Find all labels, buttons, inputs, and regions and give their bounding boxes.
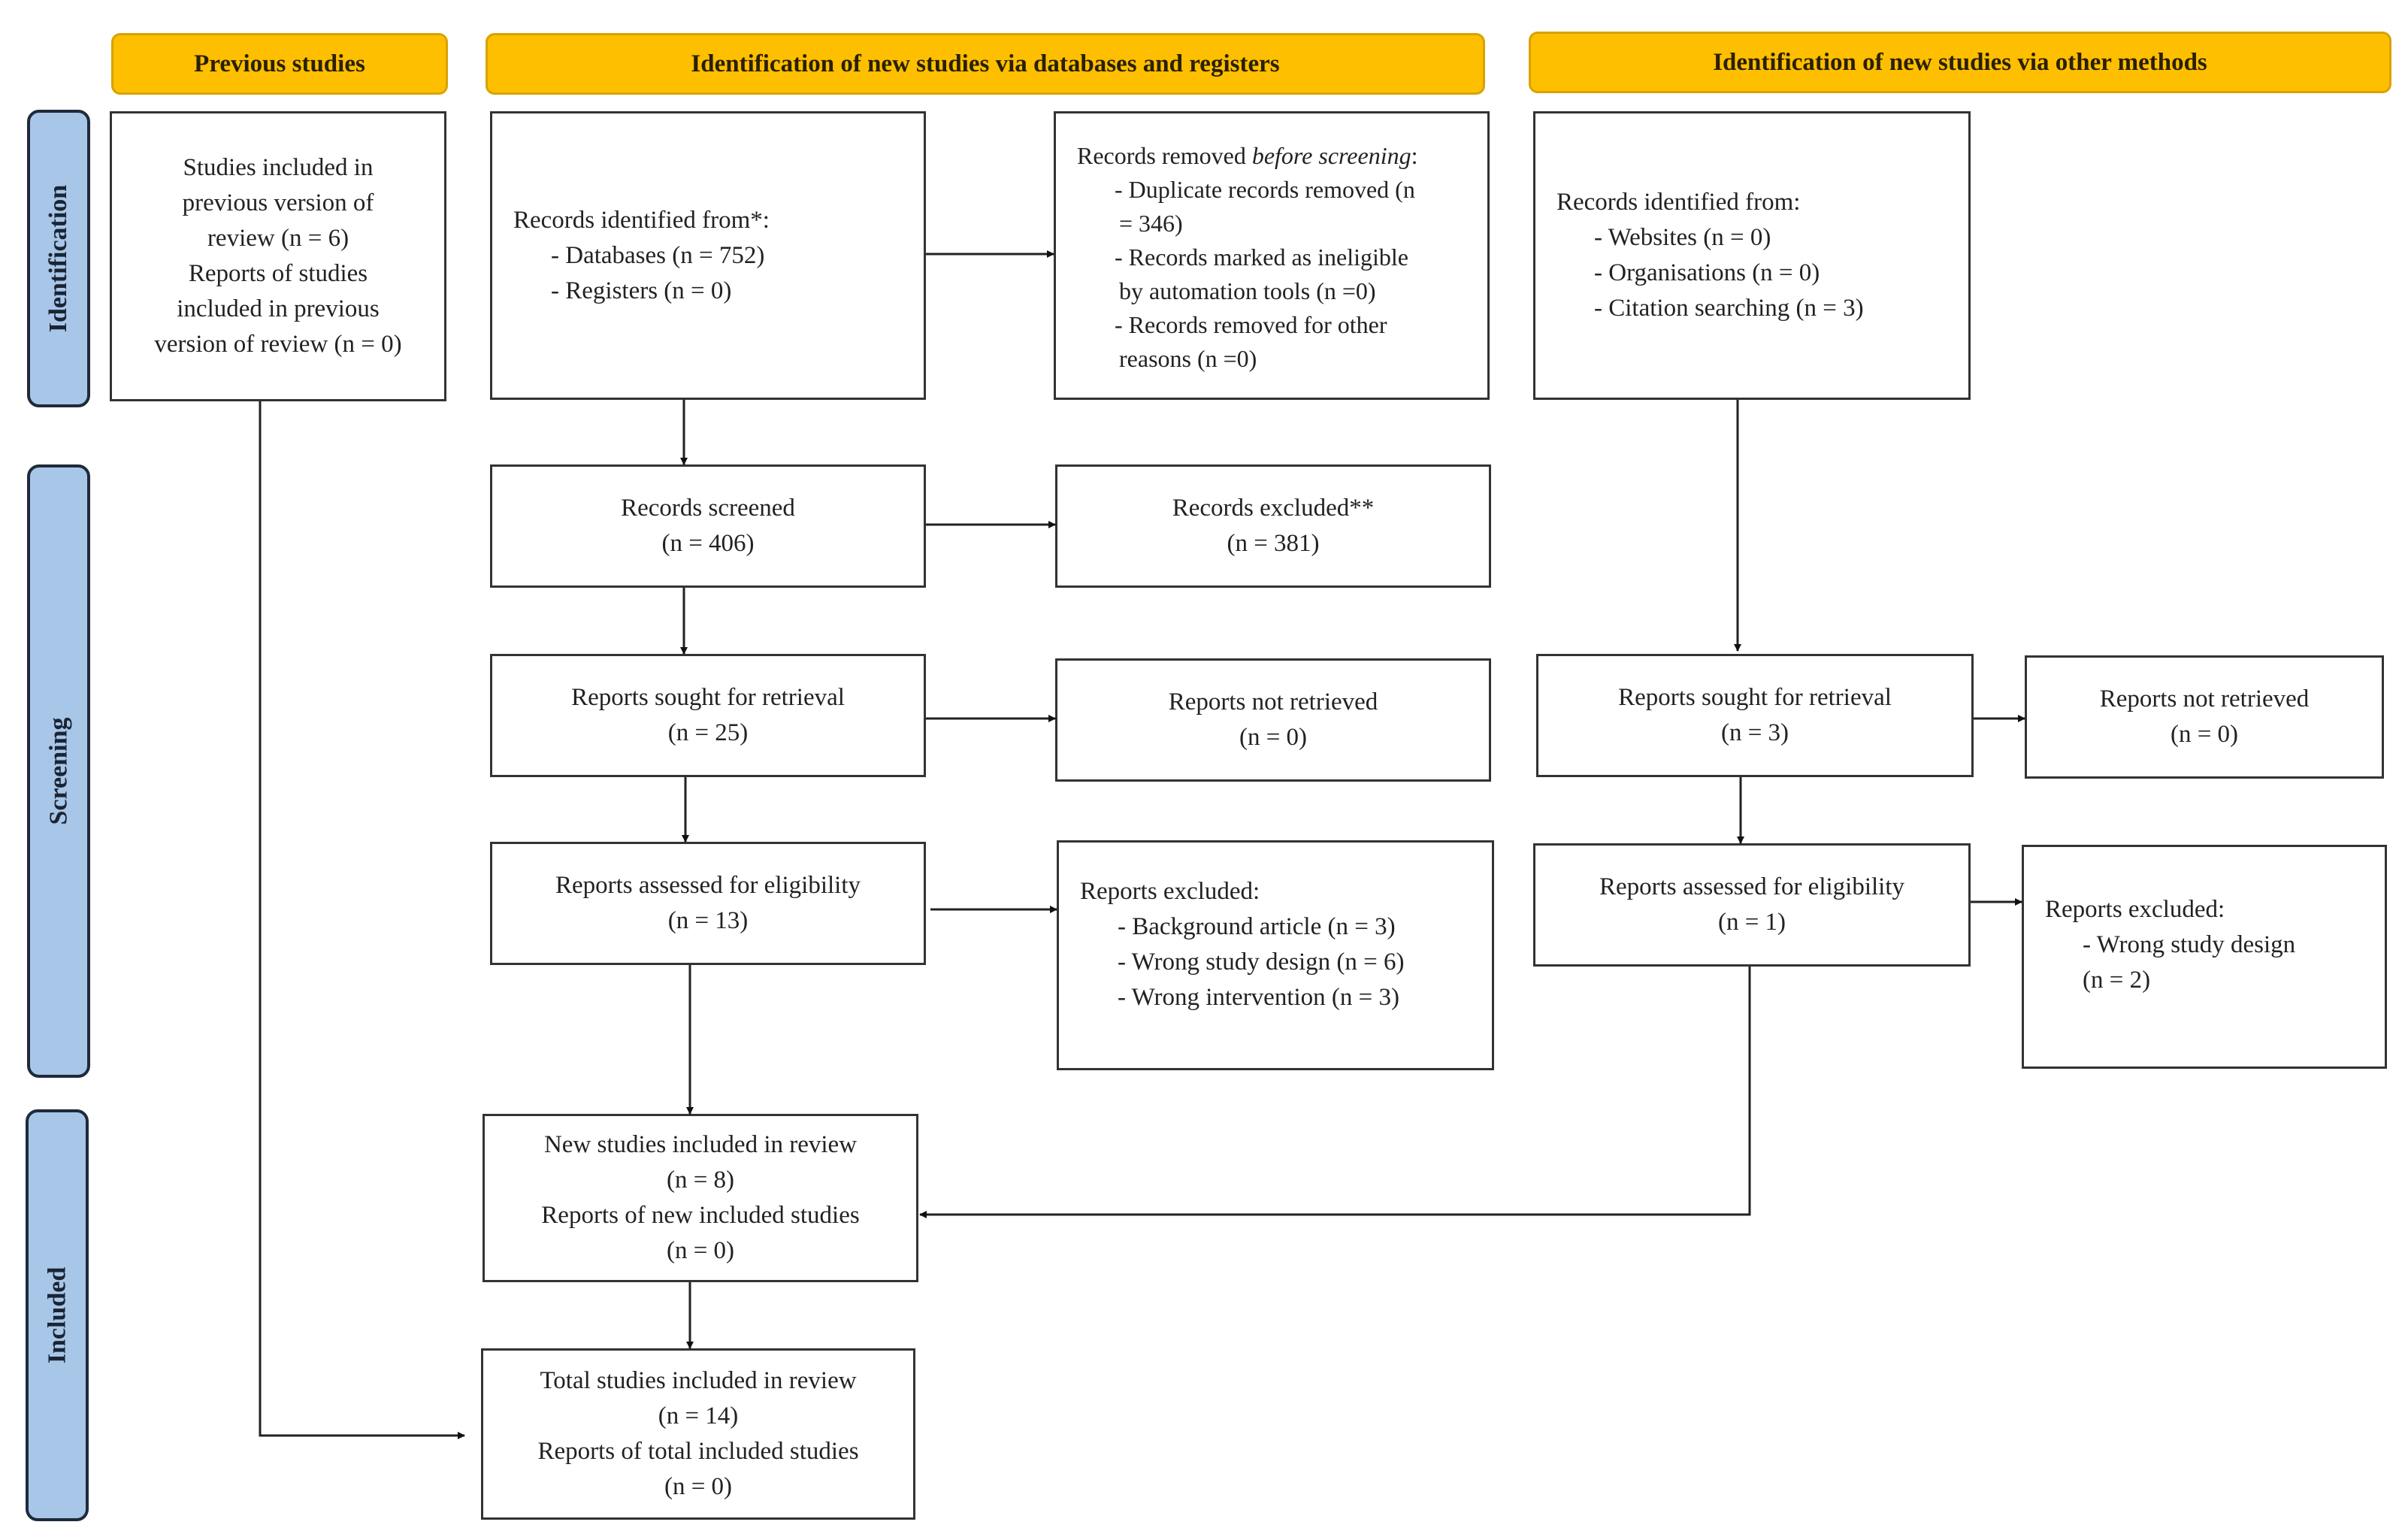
new-included-line: (n = 8) [666, 1166, 735, 1194]
db-reports-excluded-item: - Wrong study design (n = 6) [1118, 949, 1405, 976]
header-previous-studies-label: Previous studies [194, 50, 365, 77]
other-reports-assessed-box: Reports assessed for eligibility (n = 1) [1533, 843, 1971, 967]
header-databases-registers-label: Identification of new studies via databa… [691, 50, 1280, 77]
other-identified-item: - Websites (n = 0) [1594, 224, 1771, 251]
db-records-screened-box: Records screened (n = 406) [490, 464, 926, 588]
phase-included: Included [26, 1109, 89, 1521]
other-not-retrieved-n: (n = 0) [2170, 721, 2239, 748]
other-reports-sought-box: Reports sought for retrieval (n = 3) [1536, 654, 1974, 777]
other-records-identified-box: Records identified from: - Websites (n =… [1533, 111, 1971, 400]
other-assessed-n: (n = 1) [1717, 909, 1786, 936]
new-included-line: (n = 0) [666, 1237, 735, 1264]
db-assessed-title: Reports assessed for eligibility [555, 872, 861, 899]
arrow-other-assessed-to-new-included [919, 967, 1751, 1218]
new-included-line: Reports of new included studies [541, 1202, 860, 1229]
db-identified-title: Records identified from*: [513, 206, 770, 234]
previous-line: included in previous [177, 295, 380, 322]
other-sought-n: (n = 3) [1720, 719, 1789, 746]
db-reports-assessed-box: Reports assessed for eligibility (n = 13… [490, 842, 926, 965]
db-records-excluded-box: Records excluded** (n = 381) [1055, 464, 1491, 588]
other-sought-title: Reports sought for retrieval [1618, 684, 1892, 711]
db-records-removed-box: Records removed before screening: - Dupl… [1054, 111, 1490, 400]
other-reports-excluded-item: (n = 2) [2083, 967, 2151, 994]
db-records-identified-box: Records identified from*: - Databases (n… [490, 111, 926, 400]
header-previous-studies: Previous studies [111, 33, 448, 95]
db-assessed-n: (n = 13) [667, 907, 749, 934]
previous-line: Studies included in [183, 154, 374, 181]
db-removed-title: Records removed before screening: [1077, 139, 1466, 173]
previous-line: review (n = 6) [207, 225, 349, 252]
other-identified-item: - Citation searching (n = 3) [1594, 295, 1864, 322]
other-reports-not-retrieved-box: Reports not retrieved (n = 0) [2025, 655, 2384, 779]
header-databases-registers: Identification of new studies via databa… [486, 33, 1485, 95]
previous-line: previous version of [182, 189, 374, 216]
other-reports-excluded-box: Reports excluded: - Wrong study design (… [2022, 845, 2387, 1069]
db-excluded-n: (n = 381) [1227, 530, 1320, 557]
db-reports-excluded-item: - Wrong intervention (n = 3) [1118, 984, 1400, 1011]
previous-studies-box: Studies included in previous version of … [110, 111, 446, 401]
other-identified-title: Records identified from: [1556, 189, 1801, 216]
arrow-previous-to-total [259, 401, 465, 1439]
other-not-retrieved-title: Reports not retrieved [2099, 685, 2310, 713]
db-reports-sought-box: Reports sought for retrieval (n = 25) [490, 654, 926, 777]
other-assessed-title: Reports assessed for eligibility [1599, 873, 1905, 900]
db-removed-item: - Records removed for other [1115, 311, 1387, 338]
previous-line: Reports of studies [188, 260, 368, 287]
phase-screening: Screening [27, 464, 90, 1078]
db-identified-item: - Registers (n = 0) [551, 277, 732, 304]
db-removed-title-prefix: Records removed [1077, 142, 1252, 169]
db-removed-item: by automation tools (n =0) [1119, 277, 1376, 304]
db-reports-not-retrieved-box: Reports not retrieved (n = 0) [1055, 658, 1491, 782]
total-included-line: Total studies included in review [540, 1367, 857, 1394]
other-reports-excluded-item: - Wrong study design [2083, 931, 2296, 958]
db-reports-excluded-item: - Background article (n = 3) [1118, 913, 1396, 940]
db-not-retrieved-n: (n = 0) [1239, 724, 1308, 751]
db-removed-item: = 346) [1119, 210, 1183, 237]
db-removed-title-em: before screening [1251, 142, 1411, 169]
db-not-retrieved-title: Reports not retrieved [1168, 688, 1378, 716]
other-identified-item: - Organisations (n = 0) [1594, 259, 1820, 286]
total-included-line: Reports of total included studies [537, 1438, 859, 1465]
db-reports-excluded-box: Reports excluded: - Background article (… [1057, 840, 1494, 1070]
header-other-methods-label: Identification of new studies via other … [1713, 48, 2207, 76]
total-included-line: (n = 0) [664, 1473, 733, 1500]
db-identified-item: - Databases (n = 752) [551, 241, 765, 269]
db-removed-title-suffix: : [1411, 142, 1418, 169]
previous-line: version of review (n = 0) [154, 331, 402, 358]
db-sought-n: (n = 25) [667, 719, 749, 746]
db-removed-item: - Records marked as ineligible [1115, 244, 1408, 271]
db-screened-n: (n = 406) [661, 530, 755, 557]
total-studies-included-box: Total studies included in review (n = 14… [481, 1348, 915, 1520]
db-reports-excluded-title: Reports excluded: [1080, 878, 1260, 905]
db-sought-title: Reports sought for retrieval [571, 684, 845, 711]
other-reports-excluded-title: Reports excluded: [2045, 896, 2225, 923]
new-included-line: New studies included in review [543, 1131, 858, 1158]
new-studies-included-box: New studies included in review (n = 8) R… [483, 1114, 918, 1282]
total-included-line: (n = 14) [658, 1402, 739, 1430]
db-removed-item: reasons (n =0) [1119, 345, 1257, 372]
db-screened-title: Records screened [621, 495, 795, 522]
db-excluded-title: Records excluded** [1172, 495, 1375, 522]
phase-identification: Identification [27, 110, 90, 407]
header-other-methods: Identification of new studies via other … [1529, 32, 2391, 93]
db-removed-item: - Duplicate records removed (n [1115, 176, 1415, 203]
